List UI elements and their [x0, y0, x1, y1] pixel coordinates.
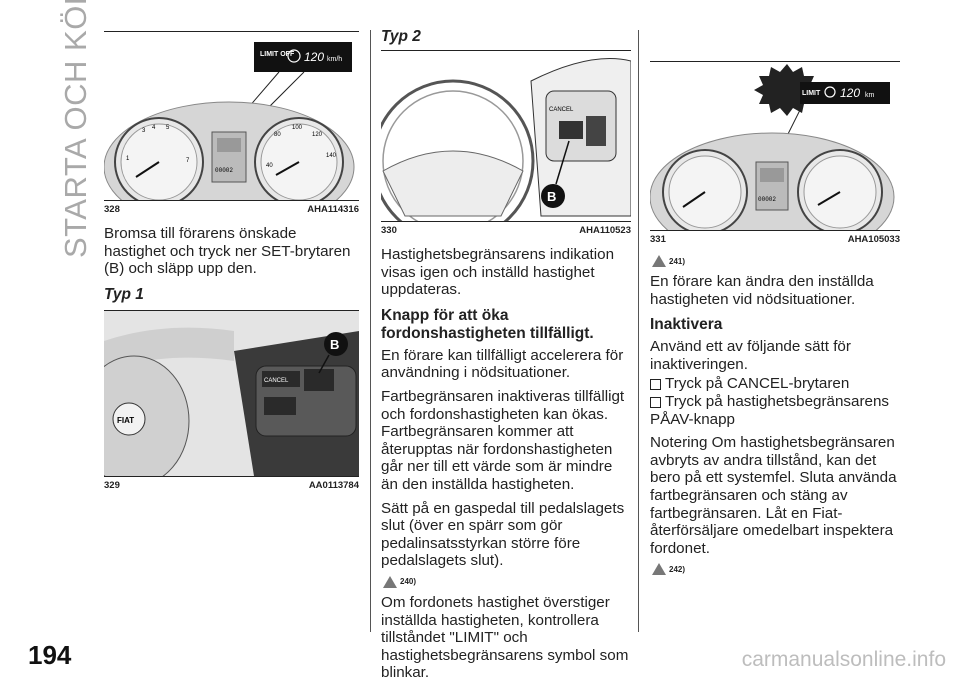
- instrument-cluster-illustration: LIMIT OFF 120 km/h 3 4 5 1 7 100 80 120 …: [104, 42, 355, 200]
- svg-text:140: 140: [326, 153, 337, 159]
- brand-logo-text: FIAT: [117, 416, 134, 425]
- cancel-switch-label: CANCEL: [264, 378, 289, 384]
- list-item: Tryck på hastighetsbegränsarens: [650, 393, 900, 411]
- figure-329: FIAT CANCEL B: [104, 309, 359, 477]
- column-1: LIMIT OFF 120 km/h 3 4 5 1 7 100 80 120 …: [104, 31, 359, 501]
- paragraph: Bromsa till förarens önskade hastighet o…: [104, 225, 351, 278]
- paragraph: En förare kan tillfälligt accelerera för…: [381, 346, 624, 382]
- instrument-cluster-illustration: LIMIT 120 km 00002: [650, 64, 895, 230]
- paragraph: Om fordonets hastighet överstiger instäl…: [381, 593, 629, 682]
- svg-text:80: 80: [274, 132, 281, 138]
- odometer: 00002: [215, 167, 233, 174]
- paragraph: Sätt på en gaspedal till pedalslagets sl…: [381, 499, 625, 570]
- list-item: Tryck på CANCEL-brytaren: [650, 375, 900, 393]
- display-speed-unit: km/h: [327, 56, 342, 63]
- column-divider: [370, 30, 371, 632]
- display-limit-label: LIMIT: [802, 90, 821, 97]
- paragraph: En förare kan ändra den inställda hastig…: [650, 273, 874, 308]
- warning-reference: 241): [652, 255, 900, 267]
- watermark: carmanualsonline.info: [741, 648, 946, 671]
- label-b: B: [547, 189, 556, 204]
- paragraph: Använd ett av följande sätt för inaktive…: [650, 338, 851, 373]
- warning-reference: 240): [383, 575, 631, 588]
- figure-328: LIMIT OFF 120 km/h 3 4 5 1 7 100 80 120 …: [104, 31, 359, 201]
- display-speed-value: 120: [304, 50, 324, 64]
- list-item-continuation: PÅAV-knapp: [650, 410, 735, 428]
- odometer: 00002: [758, 196, 776, 203]
- warning-triangle-icon: [652, 255, 666, 267]
- checkbox-bullet-icon: [650, 379, 661, 391]
- display-speed-value: 120: [840, 86, 860, 100]
- paragraph: Fartbegränsaren inaktiveras tillfälligt …: [381, 387, 625, 493]
- paragraph: Hastighetsbegränsarens indikation visas …: [381, 246, 615, 299]
- page-number: 194: [28, 640, 72, 670]
- warning-reference: 242): [652, 563, 900, 576]
- svg-text:1: 1: [126, 156, 130, 162]
- label-b: B: [330, 337, 339, 352]
- svg-text:5: 5: [166, 125, 170, 131]
- warning-triangle-icon: [652, 563, 666, 576]
- svg-text:40: 40: [266, 163, 273, 169]
- warning-triangle-icon: [383, 575, 397, 588]
- svg-text:7: 7: [186, 158, 190, 164]
- chapter-title: STARTA OCH KÖRA: [58, 0, 93, 258]
- subheading-typ2: Typ 2: [381, 28, 421, 45]
- column-divider: [638, 30, 639, 632]
- display-speed-unit: km: [865, 92, 875, 99]
- heading-accelerate: Knapp för att öka fordonshastigheten til…: [381, 306, 594, 342]
- checkbox-bullet-icon: [650, 396, 661, 408]
- svg-text:100: 100: [292, 125, 303, 131]
- cancel-switch-label: CANCEL: [549, 107, 574, 113]
- figure-331: LIMIT 120 km 00002: [650, 61, 900, 231]
- steering-wheel-illustration: CANCEL B: [381, 58, 631, 221]
- display-limit-label: LIMIT OFF: [260, 51, 295, 58]
- paragraph: Notering Om hastighetsbegränsaren avbryt…: [650, 434, 897, 557]
- svg-text:3: 3: [142, 128, 146, 134]
- svg-text:120: 120: [312, 132, 323, 138]
- subheading-typ1: Typ 1: [104, 285, 144, 303]
- svg-text:4: 4: [152, 125, 156, 131]
- steering-wheel-switch-illustration: FIAT CANCEL B: [104, 310, 359, 476]
- heading-deactivate: Inaktivera: [650, 316, 723, 334]
- figure-330: CANCEL B: [381, 50, 631, 222]
